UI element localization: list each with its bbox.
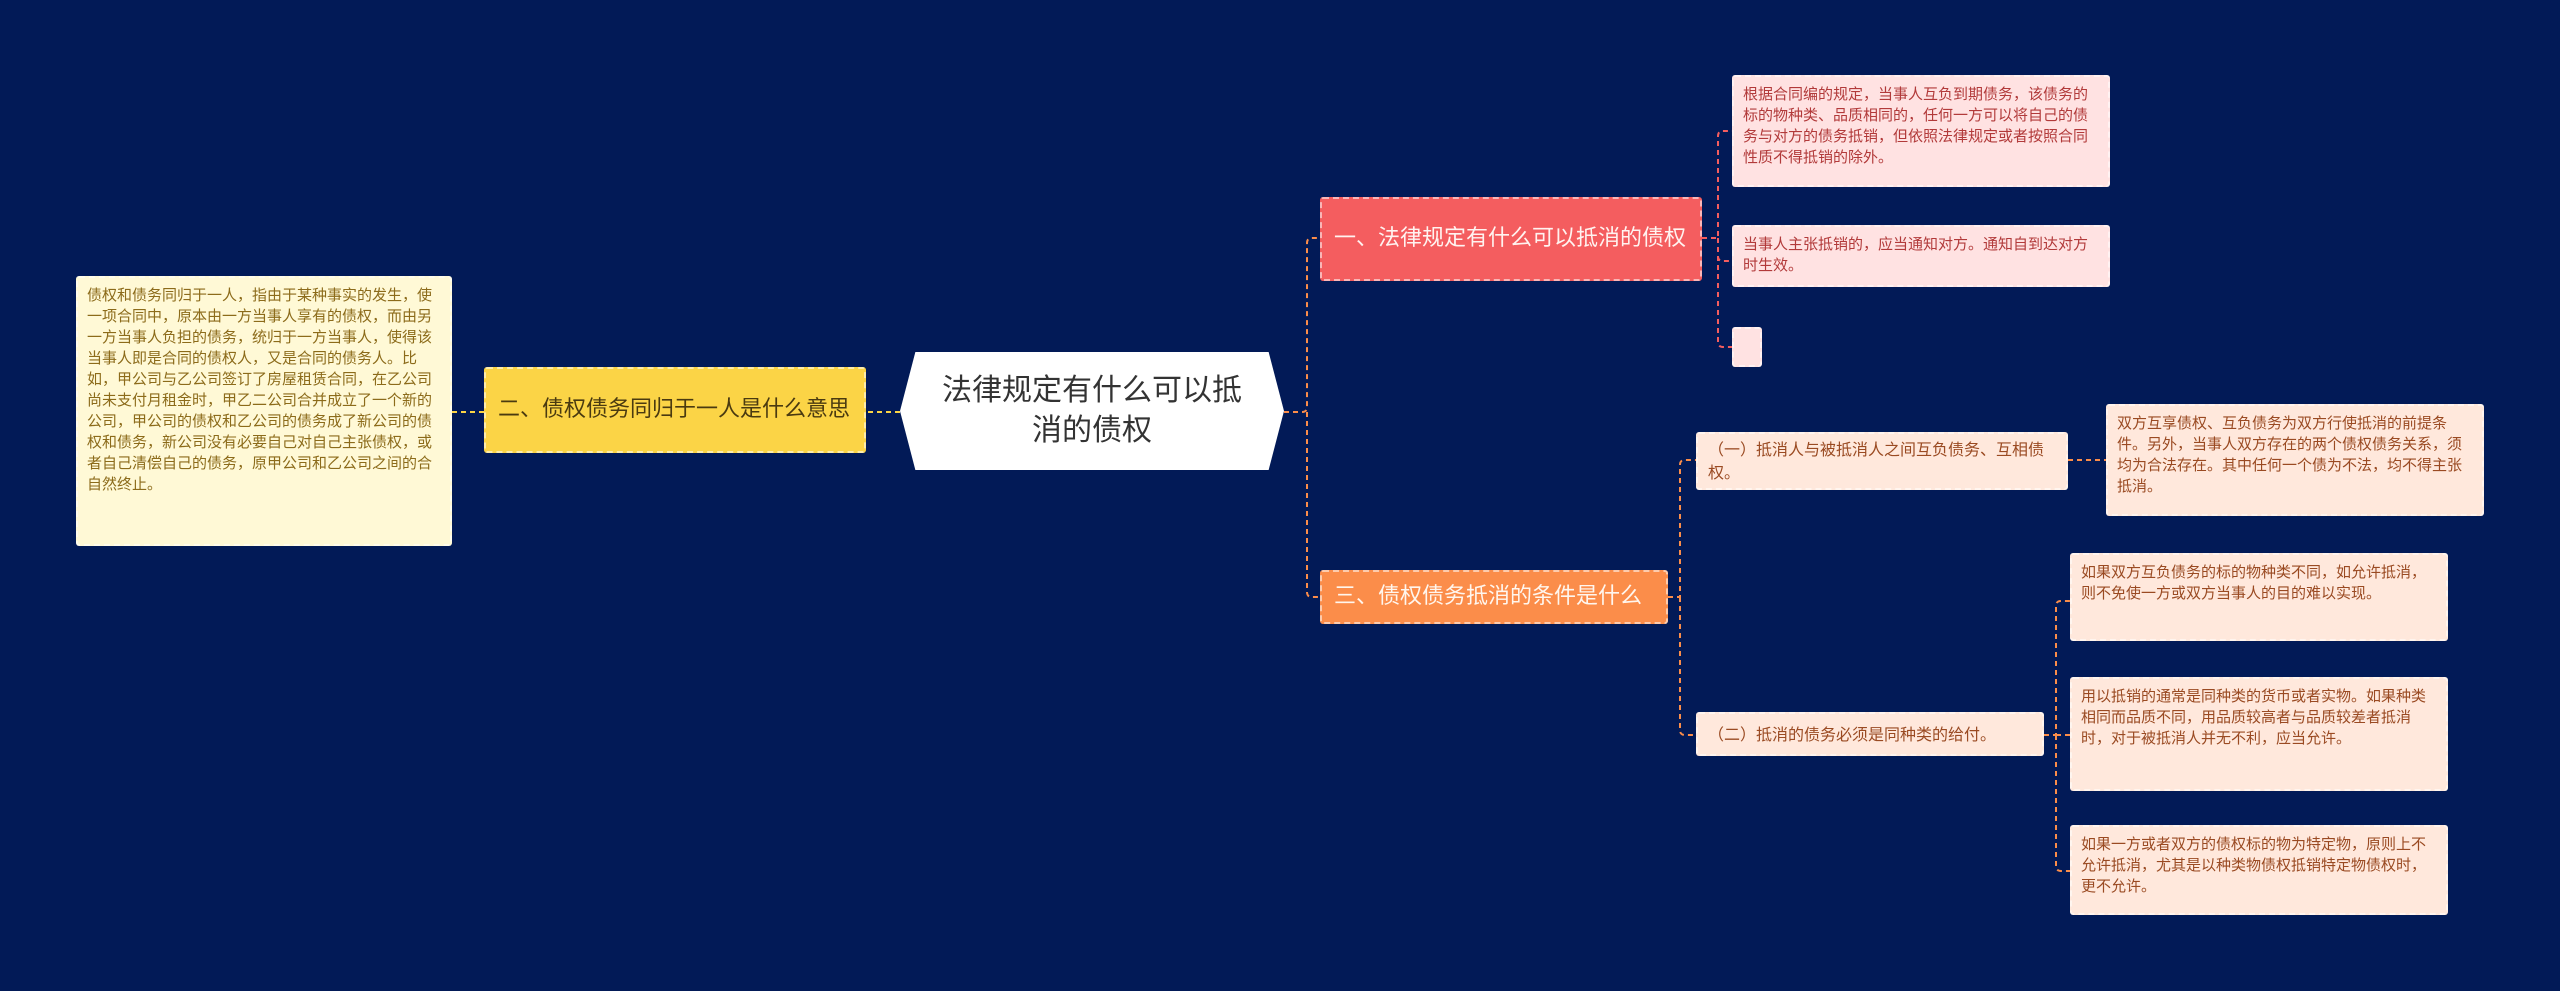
sub-mutual-debts[interactable]: （一）抵消人与被抵消人之间互负债务、互相债权。 — [1696, 432, 2068, 490]
leaf-specific-goods-text: 如果一方或者双方的债权标的物为特定物，原则上不允许抵消，尤其是以种类物债权抵销特… — [2081, 835, 2427, 895]
sub-same-kind-label: （二）抵消的债务必须是同种类的给付。 — [1708, 724, 1997, 744]
leaf-different-kind[interactable]: 如果双方互负债务的标的物种类不同，如允许抵消，则不免使一方或双方当事人的目的难以… — [2070, 553, 2448, 641]
leaf-specific-goods[interactable]: 如果一方或者双方的债权标的物为特定物，原则上不允许抵消，尤其是以种类物债权抵销特… — [2070, 825, 2448, 915]
leaf-empty[interactable] — [1732, 327, 1762, 367]
sub-mutual-debts-label: （一）抵消人与被抵消人之间互负债务、互相债权。 — [1708, 440, 2045, 482]
leaf-mutual-claims-text: 双方互享债权、互负债务为双方行使抵消的前提条件。另外，当事人双方存在的两个债权债… — [2117, 414, 2463, 495]
branch-legal-provisions-label: 一、法律规定有什么可以抵消的债权 — [1334, 226, 1687, 251]
root-topic-label: 法律规定有什么可以抵消的债权 — [942, 373, 1242, 448]
sub-same-kind[interactable]: （二）抵消的债务必须是同种类的给付。 — [1696, 712, 2044, 756]
leaf-currency-goods[interactable]: 用以抵销的通常是同种类的货币或者实物。如果种类相同而品质不同，用品质较高者与品质… — [2070, 677, 2448, 791]
branch-offset-conditions-label: 三、债权债务抵消的条件是什么 — [1334, 584, 1643, 609]
leaf-merger-explanation-text: 债权和债务同归于一人，指由于某种事实的发生，使一项合同中，原本由一方当事人享有的… — [87, 286, 433, 493]
branch-merger-meaning-label: 二、债权债务同归于一人是什么意思 — [498, 397, 851, 422]
branch-offset-conditions[interactable]: 三、债权债务抵消的条件是什么 — [1320, 570, 1668, 624]
branch-legal-provisions[interactable]: 一、法律规定有什么可以抵消的债权 — [1320, 197, 1702, 281]
leaf-contract-code-rule-text: 根据合同编的规定，当事人互负到期债务，该债务的标的物种类、品质相同的，任何一方可… — [1743, 85, 2089, 166]
leaf-currency-goods-text: 用以抵销的通常是同种类的货币或者实物。如果种类相同而品质不同，用品质较高者与品质… — [2081, 687, 2427, 747]
leaf-notice-effect[interactable]: 当事人主张抵销的，应当通知对方。通知自到达对方时生效。 — [1732, 225, 2110, 287]
root-topic[interactable]: 法律规定有什么可以抵消的债权 — [900, 352, 1284, 470]
leaf-merger-explanation[interactable]: 债权和债务同归于一人，指由于某种事实的发生，使一项合同中，原本由一方当事人享有的… — [76, 276, 452, 546]
branch-merger-meaning[interactable]: 二、债权债务同归于一人是什么意思 — [484, 367, 866, 453]
leaf-different-kind-text: 如果双方互负债务的标的物种类不同，如允许抵消，则不免使一方或双方当事人的目的难以… — [2081, 563, 2427, 602]
leaf-notice-effect-text: 当事人主张抵销的，应当通知对方。通知自到达对方时生效。 — [1743, 235, 2089, 274]
leaf-contract-code-rule[interactable]: 根据合同编的规定，当事人互负到期债务，该债务的标的物种类、品质相同的，任何一方可… — [1732, 75, 2110, 187]
leaf-mutual-claims[interactable]: 双方互享债权、互负债务为双方行使抵消的前提条件。另外，当事人双方存在的两个债权债… — [2106, 404, 2484, 516]
